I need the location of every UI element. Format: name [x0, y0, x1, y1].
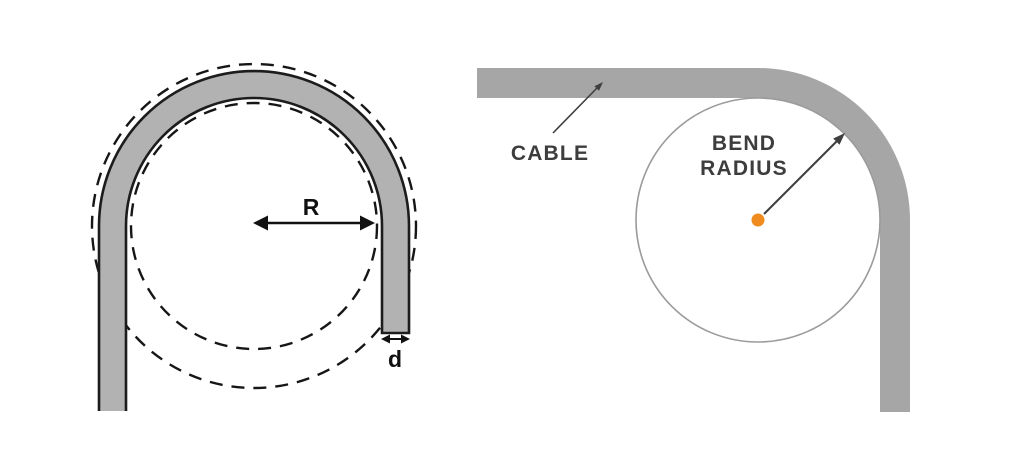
u-cable-outline: [97, 69, 411, 411]
bend-radius-arrow-shaft: [763, 139, 839, 215]
diameter-label: d: [388, 346, 402, 372]
corner-cable-fill: [477, 68, 910, 412]
cable-label: CABLE: [511, 142, 589, 165]
radius-arrowhead-left: [253, 215, 268, 231]
radius-label: R: [303, 194, 320, 220]
inner-dashed-circle: [129, 101, 379, 351]
bend-radius-label-line2: RADIUS: [700, 157, 788, 180]
cable-callout-arrowhead: [594, 82, 603, 91]
bend-radius-label: BEND RADIUS: [700, 132, 788, 180]
cable-callout-shaft: [552, 87, 598, 134]
bend-radius-label-line1: BEND: [712, 132, 776, 155]
cable-callout: CABLE: [511, 82, 603, 165]
radius-dimension: R: [253, 194, 375, 231]
right-diagram-corner-bend: BEND RADIUS CABLE: [477, 68, 910, 412]
diameter-arrowhead-left: [381, 334, 390, 344]
radius-arrowhead-right: [360, 215, 375, 231]
bend-radius-arrowhead: [833, 133, 845, 145]
outer-dashed-circle: [90, 62, 418, 390]
u-cable-fill: [99, 71, 409, 411]
bend-radius-arrow: [763, 133, 845, 215]
diameter-dimension: d: [381, 334, 410, 372]
left-diagram-u-bend: R d: [90, 62, 418, 411]
bend-center-dot: [751, 213, 765, 227]
bend-radius-circle: [635, 97, 881, 343]
diameter-arrowhead-right: [401, 334, 410, 344]
